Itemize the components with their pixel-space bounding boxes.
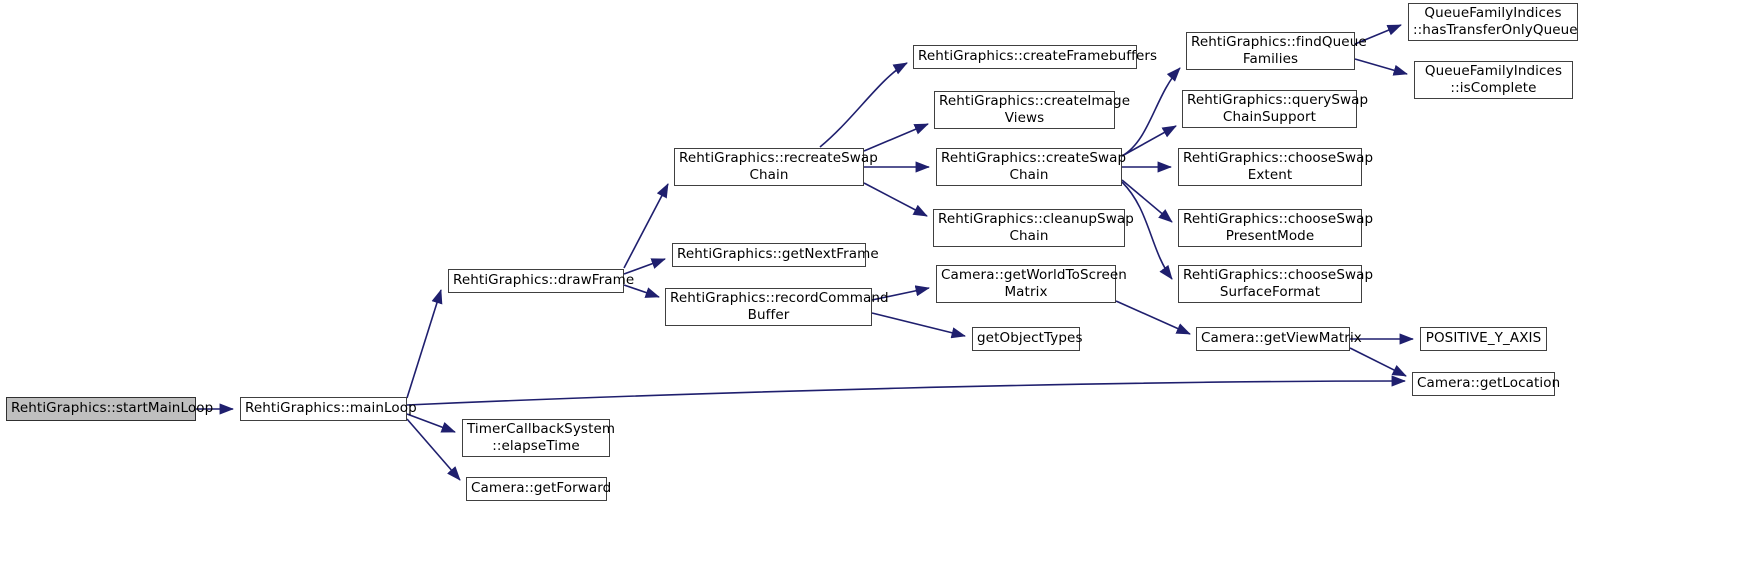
call-edge-mainLoop-to-drawFrame	[406, 289, 443, 399]
graph-node-hasTransferOnlyQueue[interactable]: QueueFamilyIndices ::hasTransferOnlyQueu…	[1408, 3, 1578, 41]
graph-node-label: RehtiGraphics::createImage Views	[939, 92, 1131, 126]
call-edge-createSwapChain-to-findQueueFamilies	[1121, 67, 1181, 157]
graph-node-positiveYAxis[interactable]: POSITIVE_Y_AXIS	[1420, 327, 1547, 351]
graph-node-label: RehtiGraphics::recordCommand Buffer	[670, 289, 889, 323]
graph-node-label: RehtiGraphics::createSwap Chain	[941, 149, 1127, 183]
call-edge-drawFrame-to-recreateSwapChain	[623, 183, 669, 269]
graph-node-label: RehtiGraphics::cleanupSwap Chain	[938, 210, 1134, 244]
call-edge-recreateSwapChain-to-createImageViews	[863, 123, 929, 152]
graph-node-label: getObjectTypes	[977, 330, 1083, 347]
graph-node-label: RehtiGraphics::chooseSwap Extent	[1183, 149, 1374, 183]
graph-node-label: QueueFamilyIndices ::isComplete	[1424, 62, 1563, 96]
graph-node-label: RehtiGraphics::drawFrame	[453, 272, 635, 289]
graph-node-label: RehtiGraphics::mainLoop	[245, 400, 417, 417]
graph-node-getNextFrame[interactable]: RehtiGraphics::getNextFrame	[672, 243, 879, 267]
graph-node-label: Camera::getWorldToScreen Matrix	[941, 266, 1127, 300]
graph-node-label: Camera::getForward	[471, 480, 612, 497]
graph-node-chooseSwapExtent[interactable]: RehtiGraphics::chooseSwap Extent	[1178, 148, 1374, 186]
graph-node-isComplete[interactable]: QueueFamilyIndices ::isComplete	[1414, 61, 1573, 99]
call-edge-mainLoop-to-cameraGetForward	[406, 418, 461, 481]
graph-node-chooseSwapPresentMode[interactable]: RehtiGraphics::chooseSwap PresentMode	[1178, 209, 1374, 247]
graph-node-cameraGetForward[interactable]: Camera::getForward	[466, 477, 612, 501]
graph-node-startMainLoop[interactable]: RehtiGraphics::startMainLoop	[6, 397, 214, 421]
graph-node-querySwapChainSupport[interactable]: RehtiGraphics::querySwap ChainSupport	[1182, 90, 1369, 128]
graph-node-createImageViews[interactable]: RehtiGraphics::createImage Views	[934, 91, 1131, 129]
graph-node-label: RehtiGraphics::getNextFrame	[677, 246, 879, 263]
graph-node-getObjectTypes[interactable]: getObjectTypes	[972, 327, 1083, 351]
graph-node-drawFrame[interactable]: RehtiGraphics::drawFrame	[448, 269, 635, 293]
graph-node-chooseSwapSurface[interactable]: RehtiGraphics::chooseSwap SurfaceFormat	[1178, 265, 1374, 303]
call-edge-createSwapChain-to-chooseSwapSurface	[1121, 181, 1173, 280]
call-edge-recreateSwapChain-to-createFramebuffers	[819, 62, 908, 148]
graph-node-label: POSITIVE_Y_AXIS	[1425, 330, 1542, 347]
call-edge-recreateSwapChain-to-cleanupSwapChain	[863, 182, 928, 217]
graph-node-timerElapseTime[interactable]: TimerCallbackSystem ::elapseTime	[462, 419, 616, 457]
call-edge-getWorldToScreen-to-getViewMatrix	[1115, 300, 1191, 335]
graph-node-cleanupSwapChain[interactable]: RehtiGraphics::cleanupSwap Chain	[933, 209, 1134, 247]
call-edge-getViewMatrix-to-getLocation	[1349, 347, 1407, 377]
graph-node-label: Camera::getViewMatrix	[1201, 330, 1362, 347]
call-edge-mainLoop-to-getLocation	[406, 375, 1406, 406]
graph-node-mainLoop[interactable]: RehtiGraphics::mainLoop	[240, 397, 417, 421]
graph-node-label: RehtiGraphics::startMainLoop	[11, 400, 214, 417]
graph-node-label: QueueFamilyIndices ::hasTransferOnlyQueu…	[1413, 4, 1578, 38]
graph-node-label: RehtiGraphics::findQueue Families	[1191, 33, 1367, 67]
graph-node-label: RehtiGraphics::chooseSwap SurfaceFormat	[1183, 266, 1374, 300]
graph-node-label: RehtiGraphics::querySwap ChainSupport	[1187, 91, 1369, 125]
graph-node-label: RehtiGraphics::createFramebuffers	[918, 48, 1158, 65]
graph-node-label: Camera::getLocation	[1417, 375, 1561, 392]
call-edge-recordCommandBuffer-to-getObjectTypes	[871, 312, 966, 339]
graph-node-createSwapChain[interactable]: RehtiGraphics::createSwap Chain	[936, 148, 1127, 186]
call-edge-mainLoop-to-timerElapseTime	[406, 413, 456, 433]
graph-node-getLocation[interactable]: Camera::getLocation	[1412, 372, 1561, 396]
graph-node-label: RehtiGraphics::chooseSwap PresentMode	[1183, 210, 1374, 244]
graph-node-label: TimerCallbackSystem ::elapseTime	[467, 420, 616, 454]
graph-node-getWorldToScreen[interactable]: Camera::getWorldToScreen Matrix	[936, 265, 1127, 303]
graph-node-getViewMatrix[interactable]: Camera::getViewMatrix	[1196, 327, 1362, 351]
graph-node-createFramebuffers[interactable]: RehtiGraphics::createFramebuffers	[913, 45, 1158, 69]
graph-node-findQueueFamilies[interactable]: RehtiGraphics::findQueue Families	[1186, 32, 1367, 70]
graph-node-recreateSwapChain[interactable]: RehtiGraphics::recreateSwap Chain	[674, 148, 878, 186]
graph-node-label: RehtiGraphics::recreateSwap Chain	[679, 149, 878, 183]
call-edge-createSwapChain-to-querySwapChainSupport	[1121, 125, 1177, 157]
graph-node-recordCommandBuffer[interactable]: RehtiGraphics::recordCommand Buffer	[665, 288, 889, 326]
call-edge-findQueueFamilies-to-isComplete	[1354, 58, 1408, 76]
